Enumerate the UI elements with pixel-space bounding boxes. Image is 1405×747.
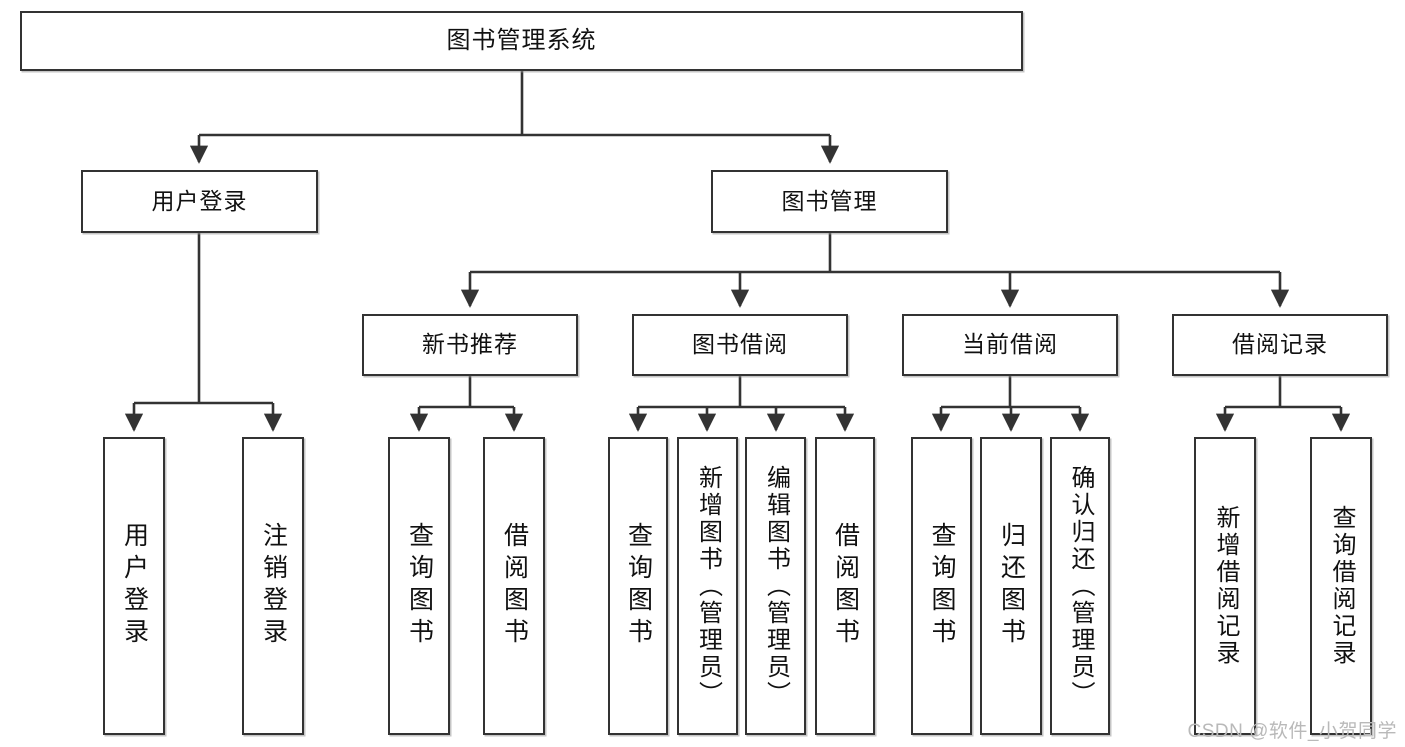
node-leaf-return-book-label: 归还图书 xyxy=(997,522,1026,650)
node-leaf-add-book[interactable]: 新增图书（管理员） xyxy=(677,437,738,735)
node-leaf-add-book-label: 新增图书（管理员） xyxy=(694,464,722,708)
node-leaf-query-record[interactable]: 查询借阅记录 xyxy=(1310,437,1372,735)
node-leaf-return-book[interactable]: 归还图书 xyxy=(980,437,1042,735)
node-leaf-logout[interactable]: 注销登录 xyxy=(242,437,304,735)
node-user-login-label: 用户登录 xyxy=(151,187,248,214)
node-leaf-query-book-3[interactable]: 查询图书 xyxy=(911,437,972,735)
node-leaf-query-book-1-label: 查询图书 xyxy=(405,522,434,650)
node-current-borrow[interactable]: 当前借阅 xyxy=(902,314,1118,376)
node-leaf-query-book-1[interactable]: 查询图书 xyxy=(388,437,450,735)
node-book-borrow[interactable]: 图书借阅 xyxy=(632,314,848,376)
node-root-label: 图书管理系统 xyxy=(446,26,597,54)
node-leaf-user-login-label: 用户登录 xyxy=(120,522,149,650)
node-leaf-user-login[interactable]: 用户登录 xyxy=(103,437,165,735)
node-root[interactable]: 图书管理系统 xyxy=(20,11,1023,71)
node-leaf-edit-book-label: 编辑图书（管理员） xyxy=(762,464,790,708)
node-book-manage[interactable]: 图书管理 xyxy=(711,170,948,233)
node-leaf-query-book-2[interactable]: 查询图书 xyxy=(608,437,668,735)
node-leaf-query-book-2-label: 查询图书 xyxy=(624,522,653,650)
node-leaf-add-record[interactable]: 新增借阅记录 xyxy=(1194,437,1256,735)
node-leaf-confirm-return[interactable]: 确认归还（管理员） xyxy=(1050,437,1110,735)
node-new-book-recommend-label: 新书推荐 xyxy=(422,331,518,358)
node-leaf-logout-label: 注销登录 xyxy=(259,522,288,650)
node-leaf-edit-book[interactable]: 编辑图书（管理员） xyxy=(745,437,806,735)
node-borrow-record[interactable]: 借阅记录 xyxy=(1172,314,1388,376)
node-current-borrow-label: 当前借阅 xyxy=(962,331,1058,358)
node-leaf-confirm-return-label: 确认归还（管理员） xyxy=(1067,464,1094,708)
node-book-manage-label: 图书管理 xyxy=(781,187,878,214)
node-leaf-add-record-label: 新增借阅记录 xyxy=(1212,505,1239,667)
node-book-borrow-label: 图书借阅 xyxy=(692,331,788,358)
node-leaf-query-record-label: 查询借阅记录 xyxy=(1328,505,1355,667)
node-borrow-record-label: 借阅记录 xyxy=(1232,331,1328,358)
node-leaf-borrow-book-2-label: 借阅图书 xyxy=(831,522,860,650)
node-user-login[interactable]: 用户登录 xyxy=(81,170,318,233)
node-new-book-recommend[interactable]: 新书推荐 xyxy=(362,314,578,376)
node-leaf-borrow-book-1[interactable]: 借阅图书 xyxy=(483,437,545,735)
node-leaf-borrow-book-1-label: 借阅图书 xyxy=(500,522,529,650)
node-leaf-borrow-book-2[interactable]: 借阅图书 xyxy=(815,437,875,735)
node-leaf-query-book-3-label: 查询图书 xyxy=(928,522,956,650)
csdn-watermark: CSDN @软件_小贺同学 xyxy=(1187,721,1397,742)
